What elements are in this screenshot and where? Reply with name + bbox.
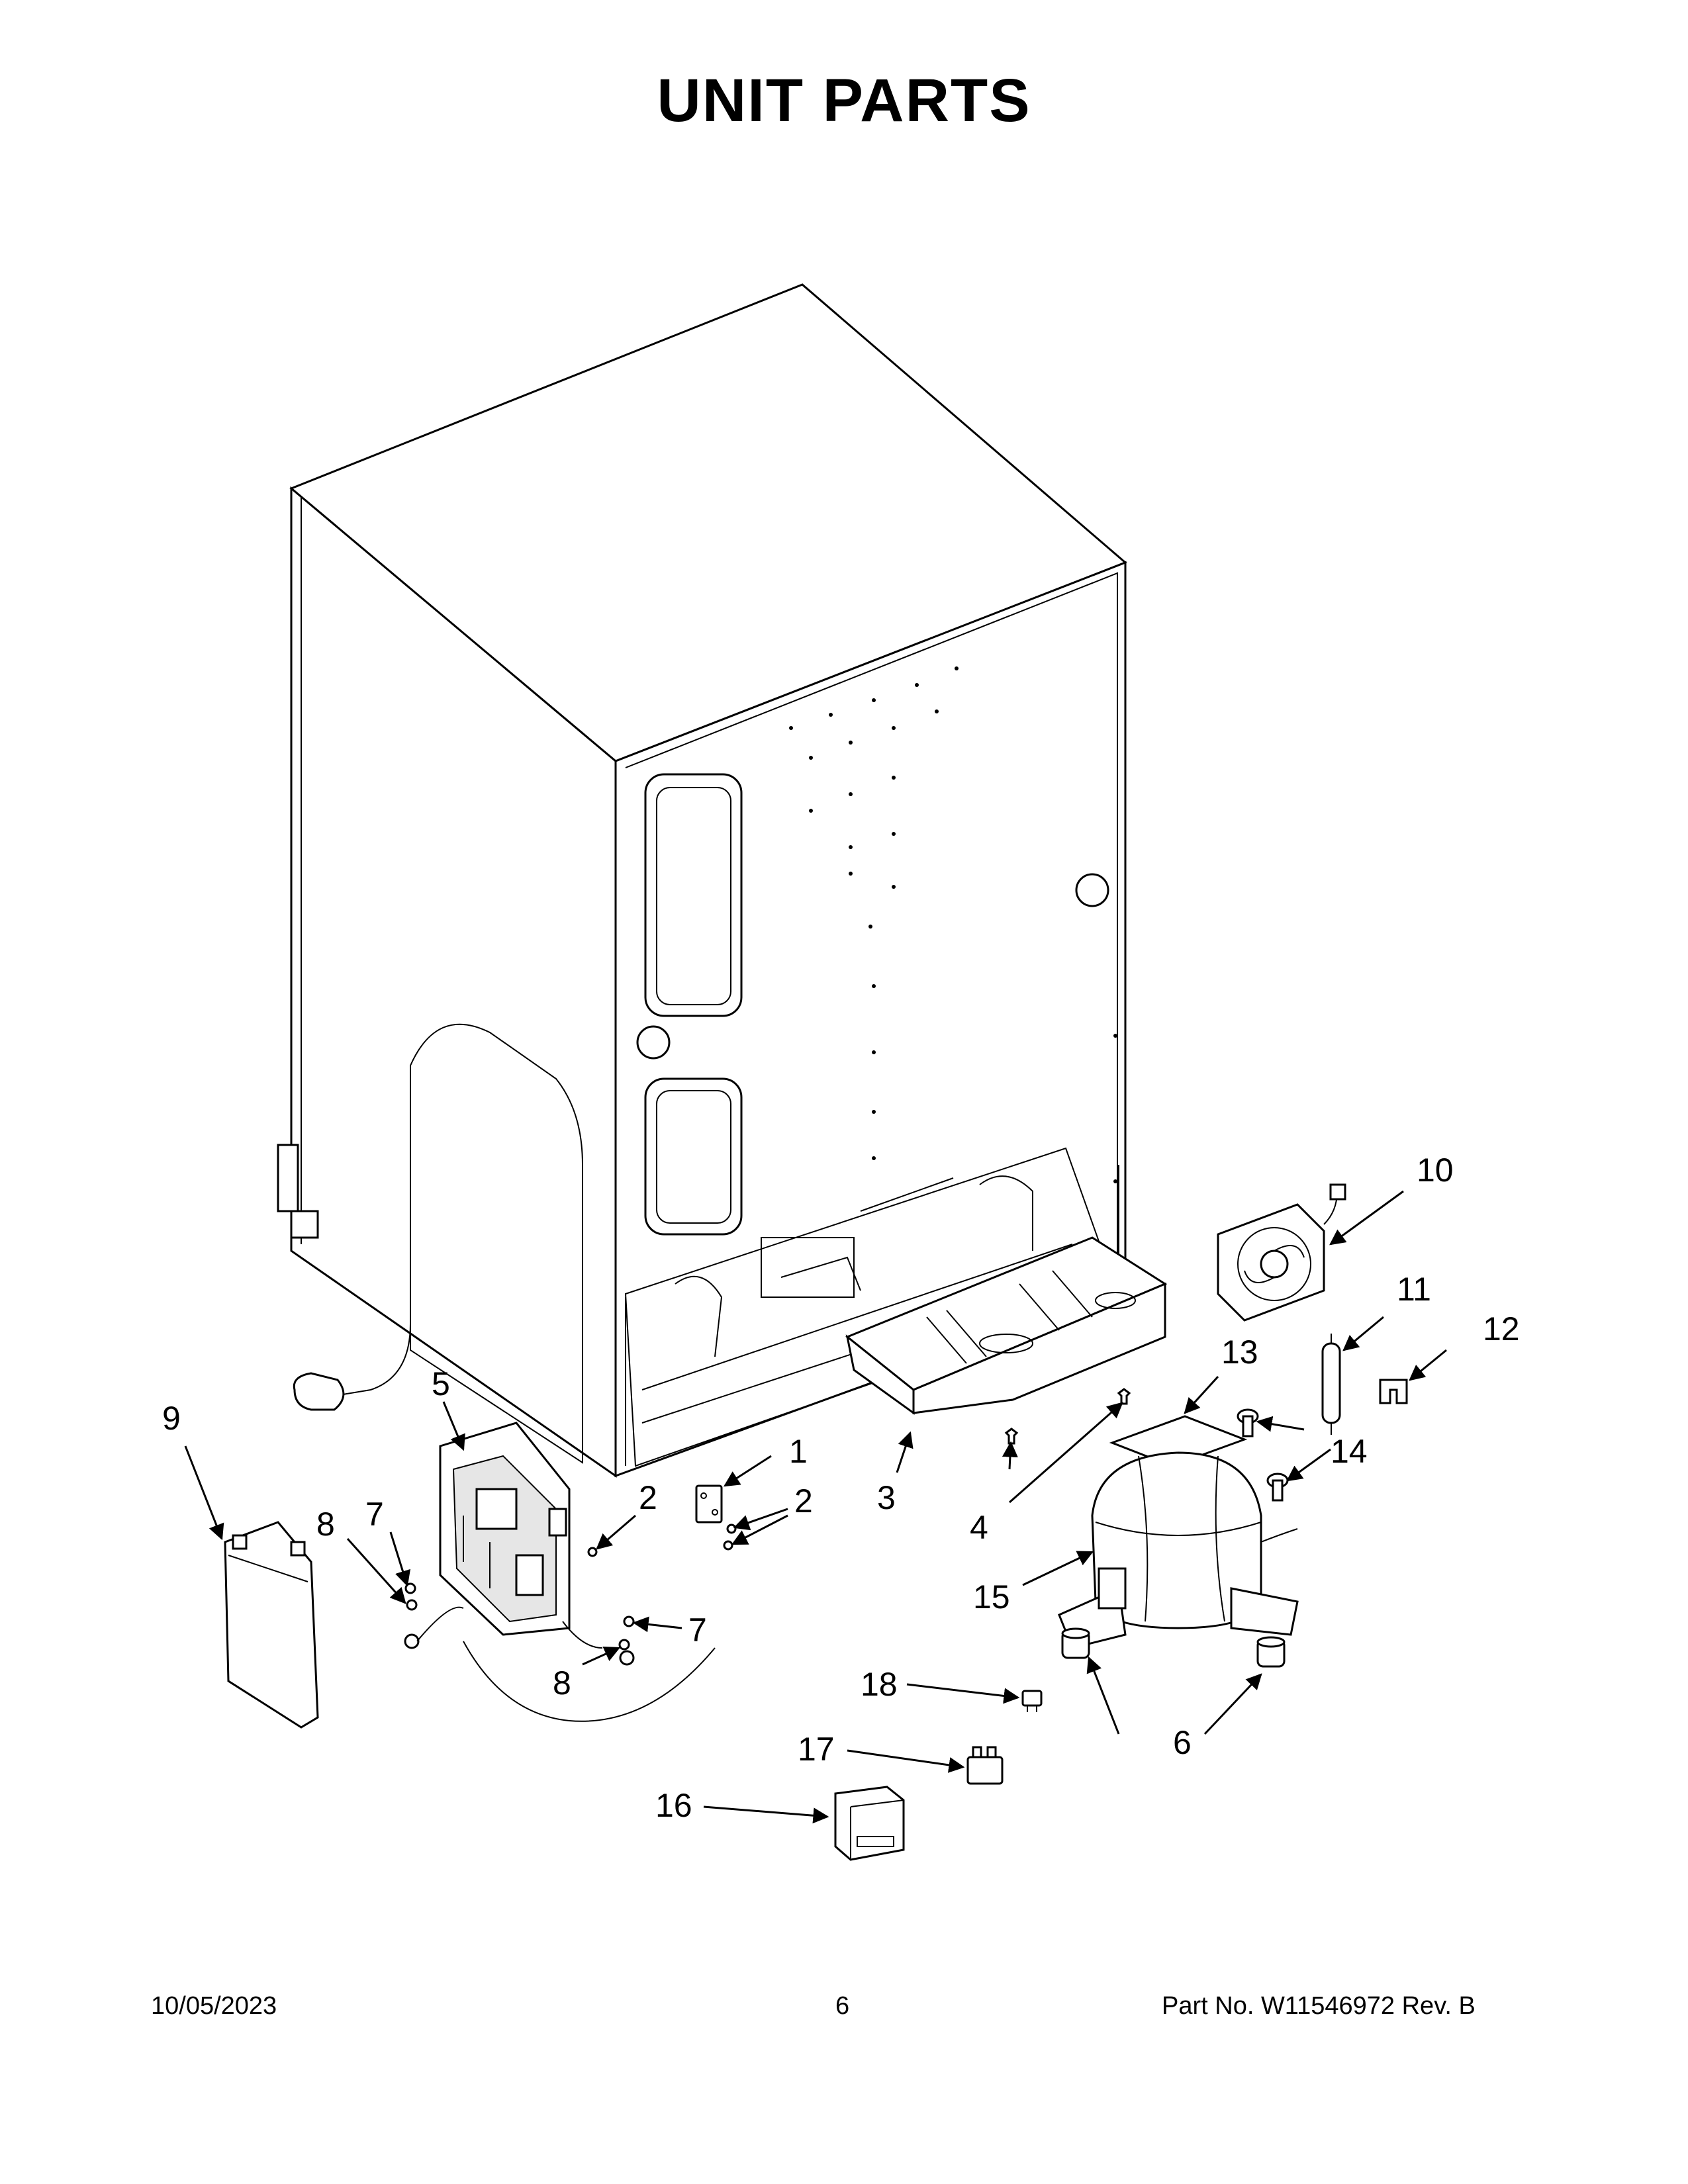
condenser-fan	[1217, 1183, 1346, 1322]
overload-protector	[1021, 1690, 1043, 1712]
callout-2: 2	[639, 1479, 657, 1516]
callout-11: 11	[1397, 1271, 1431, 1308]
filter-drier	[1321, 1334, 1341, 1435]
callout-labels: 1 2 2 3 4 5 6 7 7 8 8 9 10 11 12 13 14 1…	[162, 1152, 1520, 1824]
footer-part-number: Part No. W11546972 Rev. B	[1162, 1992, 1476, 2020]
footer-date: 10/05/2023	[151, 1992, 277, 2020]
callout-10: 10	[1417, 1152, 1454, 1189]
bracket-and-screws	[587, 1484, 737, 1557]
callout-4: 4	[970, 1509, 988, 1546]
control-box	[439, 1422, 571, 1636]
pan-screws	[1004, 1388, 1131, 1445]
callout-9: 9	[162, 1400, 181, 1437]
footer-page-number: 6	[835, 1992, 850, 2020]
callout-5: 5	[432, 1365, 450, 1402]
callout-14: 14	[1331, 1433, 1368, 1470]
callout-6: 6	[1173, 1724, 1192, 1761]
leader-lines	[184, 1190, 1447, 1824]
ground-wires	[404, 1582, 716, 1722]
compressor	[1058, 1451, 1299, 1649]
callout-7: 7	[688, 1612, 707, 1649]
callout-18: 18	[861, 1666, 898, 1703]
mounting-bolts	[1237, 1408, 1289, 1502]
callout-7: 7	[365, 1496, 384, 1533]
callout-12: 12	[1483, 1310, 1520, 1347]
cabinet	[277, 283, 1127, 1478]
compressor-grommets	[1061, 1627, 1286, 1668]
drier-clip	[1379, 1379, 1408, 1404]
callout-17: 17	[798, 1731, 835, 1768]
relay-cover	[834, 1786, 905, 1861]
rivet-dots	[789, 666, 1117, 1183]
callout-8: 8	[316, 1506, 335, 1543]
callout-16: 16	[655, 1787, 692, 1824]
drain-pan	[845, 1236, 1168, 1415]
callout-13: 13	[1221, 1334, 1258, 1371]
callout-3: 3	[877, 1479, 896, 1516]
callout-1: 1	[789, 1433, 808, 1470]
control-box-cover	[224, 1521, 319, 1729]
callout-2: 2	[794, 1482, 813, 1520]
callout-15: 15	[973, 1578, 1010, 1615]
callout-8: 8	[553, 1664, 571, 1702]
page-title: UNIT PARTS	[657, 67, 1031, 134]
start-relay	[966, 1746, 1004, 1785]
